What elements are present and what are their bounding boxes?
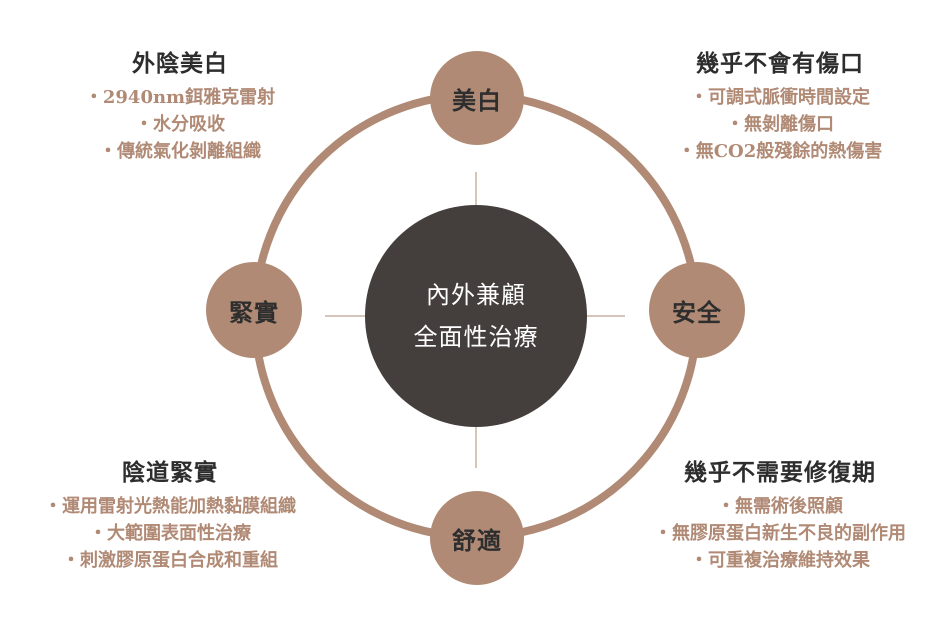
bullet-item: 大範圍表面性治療 xyxy=(10,520,330,547)
center-line-1: 內外兼顧 xyxy=(426,281,526,309)
block-top-left: 外陰美白 2940nm鉺雅克雷射水分吸收傳統氣化剝離組織 xyxy=(30,44,330,165)
node-bottom: 舒適 xyxy=(430,491,524,585)
bullet-item: 運用雷射光熱能加熱黏膜組織 xyxy=(10,493,330,520)
node-left: 緊實 xyxy=(206,262,302,358)
bullet-item: 無剝離傷口 xyxy=(630,111,930,138)
bullet-list: 運用雷射光熱能加熱黏膜組織大範圍表面性治療刺激膠原蛋白合成和重組 xyxy=(10,493,330,574)
bullet-list: 無需術後照顧無膠原蛋白新生不良的副作用可重複治療維持效果 xyxy=(615,493,945,574)
bullet-list: 可調式脈衝時間設定無剝離傷口無CO2般殘餘的熱傷害 xyxy=(630,84,930,165)
center-circle: 內外兼顧 全面性治療 xyxy=(365,205,587,427)
bullet-item: 刺激膠原蛋白合成和重組 xyxy=(10,547,330,574)
bullet-item: 水分吸收 xyxy=(30,111,330,138)
block-title: 幾乎不需要修復期 xyxy=(684,459,876,486)
bullet-item: 2940nm鉺雅克雷射 xyxy=(30,84,330,111)
bullet-item: 可調式脈衝時間設定 xyxy=(630,84,930,111)
block-title: 陰道緊實 xyxy=(122,459,218,486)
block-bottom-left: 陰道緊實 運用雷射光熱能加熱黏膜組織大範圍表面性治療刺激膠原蛋白合成和重組 xyxy=(10,453,330,574)
bullet-item: 傳統氣化剝離組織 xyxy=(30,138,330,165)
block-title: 幾乎不會有傷口 xyxy=(696,50,864,77)
block-title: 外陰美白 xyxy=(132,50,228,77)
node-top: 美白 xyxy=(430,51,524,145)
bullet-item: 無CO2般殘餘的熱傷害 xyxy=(630,138,930,165)
bullet-item: 無需術後照顧 xyxy=(615,493,945,520)
bullet-list: 2940nm鉺雅克雷射水分吸收傳統氣化剝離組織 xyxy=(30,84,330,165)
bullet-item: 無膠原蛋白新生不良的副作用 xyxy=(615,520,945,547)
block-top-right: 幾乎不會有傷口 可調式脈衝時間設定無剝離傷口無CO2般殘餘的熱傷害 xyxy=(630,44,930,165)
node-right: 安全 xyxy=(649,262,745,358)
bullet-item: 可重複治療維持效果 xyxy=(615,547,945,574)
block-bottom-right: 幾乎不需要修復期 無需術後照顧無膠原蛋白新生不良的副作用可重複治療維持效果 xyxy=(615,453,945,574)
center-line-2: 全面性治療 xyxy=(413,323,539,351)
